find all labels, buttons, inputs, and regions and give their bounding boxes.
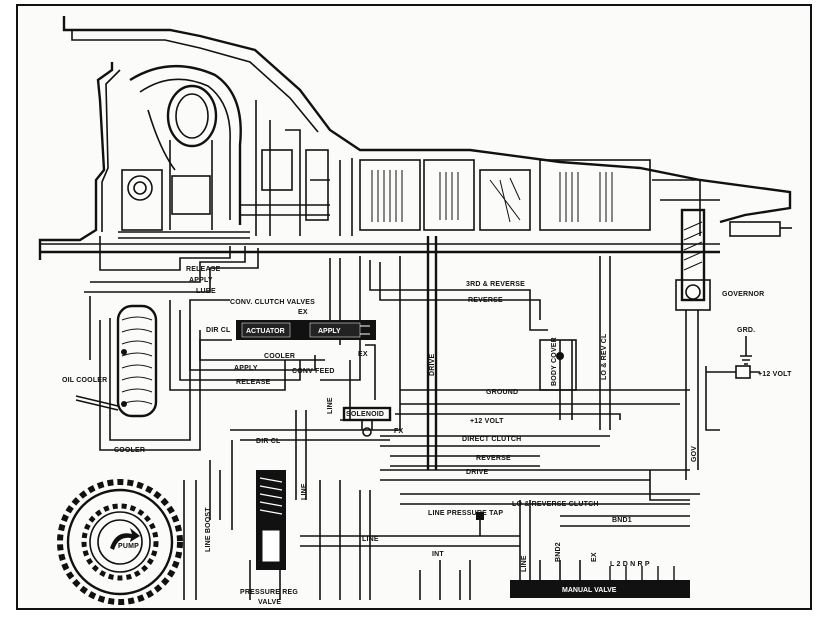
label-actuator: ACTUATOR [246, 328, 285, 335]
label-bnd1: BND1 [612, 517, 632, 524]
label-3rd-reverse: 3RD & REVERSE [466, 281, 525, 288]
manual-valve [510, 566, 690, 598]
pressure-reg-valve [256, 470, 286, 570]
label-line-vertical: LINE [327, 397, 334, 414]
label-ground: GROUND [486, 389, 518, 396]
label-grd: GRD. [737, 327, 755, 334]
label-pump: PUMP [118, 543, 139, 550]
label-bnd2: BND2 [555, 542, 562, 562]
label-pressure-reg-1: PRESSURE REG [240, 589, 298, 596]
label-ex-top: EX [298, 309, 308, 316]
pressure-tap-fitting [476, 512, 484, 520]
label-gov: GOV [691, 446, 698, 462]
label-lube: LUBE [196, 288, 216, 295]
hydraulic-passages [84, 236, 700, 600]
label-oil-cooler: OIL COOLER [62, 377, 107, 384]
label-lo-reverse-clutch: LO & REVERSE CLUTCH [512, 501, 599, 508]
pump-gear [57, 479, 183, 605]
label-release-top: RELEASE [186, 266, 221, 273]
label-direct-clutch: DIRECT CLUTCH [462, 436, 521, 443]
label-apply-mid: APPLY [234, 365, 258, 372]
label-conv-feed: CONV FEED [292, 368, 335, 375]
label-governor: GOVERNOR [722, 291, 764, 298]
label-body-cover: BODY COVER [551, 337, 558, 386]
conv-clutch-valve [236, 320, 376, 340]
label-apply-valve: APPLY [318, 328, 341, 335]
label-pressure-reg-2: VALVE [258, 599, 281, 606]
label-drive-vertical: DRIVE [429, 353, 436, 376]
label-drive-mid: DRIVE [466, 469, 489, 476]
label-gear-letters: L 2 D N R P [610, 561, 650, 568]
label-line-v3: LINE [521, 555, 528, 572]
labels: RELEASE APPLY LUBE CONV. CLUTCH VALVES E… [62, 266, 792, 606]
label-fx: FX [394, 428, 403, 435]
label-reverse-top: REVERSE [468, 297, 503, 304]
label-reverse-mid: REVERSE [476, 455, 511, 462]
label-line-boost: LINE BOOST [205, 507, 212, 552]
label-int: INT [432, 551, 444, 558]
label-line-horizontal: LINE [362, 536, 379, 543]
governor-assembly [675, 208, 760, 480]
label-manual-valve: MANUAL VALVE [562, 587, 617, 594]
label-ex-side: EX [358, 351, 368, 358]
label-conv-clutch-valves: CONV. CLUTCH VALVES [230, 299, 315, 306]
label-plus12-mid: +12 VOLT [470, 418, 504, 425]
label-apply-top: APPLY [189, 277, 213, 284]
label-line-pressure-tap: LINE PRESSURE TAP [428, 510, 503, 517]
transmission-case [38, 16, 792, 260]
oil-cooler [75, 304, 158, 418]
label-solenoid: SOLENOID [346, 411, 384, 418]
label-lo-rev-cl: LO & REV CL [601, 333, 608, 380]
solenoid [342, 406, 392, 437]
label-ex-manual: EX [591, 552, 598, 562]
label-line-vert2: LINE [301, 483, 308, 500]
label-plus12-right: +12 VOLT [758, 371, 792, 378]
body-cover [539, 339, 577, 391]
label-release-mid: RELEASE [236, 379, 271, 386]
label-dir-cl-left: DIR CL [206, 327, 231, 334]
label-cooler-bottom: COOLER [114, 447, 145, 454]
label-dir-cl-lower: DIR CL [256, 438, 281, 445]
label-cooler-mid: COOLER [264, 353, 295, 360]
